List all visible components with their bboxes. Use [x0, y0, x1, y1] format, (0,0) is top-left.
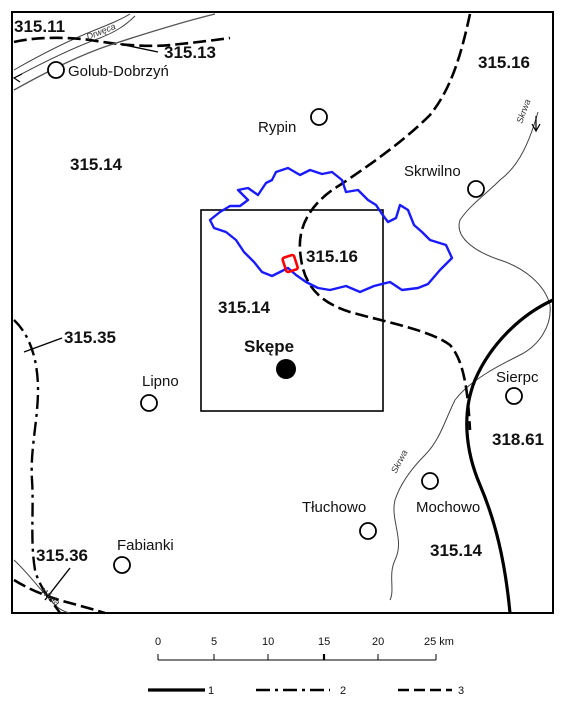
town-label-skepe: Skępe [244, 337, 294, 356]
town-label-lipno: Lipno [142, 373, 179, 390]
scale-bar: 0 5 10 15 20 25 km [155, 636, 454, 661]
region-label-315-36: 315.36 [36, 546, 88, 565]
town-marker-lipno [140, 394, 158, 412]
boundary-east-main [298, 13, 472, 431]
town-label-mochowo: Mochowo [416, 499, 480, 516]
boundary-type1-north [13, 13, 216, 91]
town-marker-mochowo [421, 472, 439, 490]
boundaries-type3 [13, 13, 472, 615]
region-label-315-16-center: 315.16 [306, 247, 358, 266]
towns [47, 61, 523, 574]
town-label-sierpc: Sierpc [496, 369, 539, 386]
study-area-outline [208, 166, 454, 294]
region-label-315-14-nw: 315.14 [70, 155, 123, 174]
region-label-315-14-center: 315.14 [218, 298, 271, 317]
river-arrow-drweca [12, 73, 23, 83]
legend: 1 2 3 [148, 685, 464, 697]
region-label-315-14-south: 315.14 [430, 541, 483, 560]
river-arrow-skrwa [531, 116, 541, 133]
map-frame [11, 11, 554, 614]
town-marker-fabianki [113, 556, 131, 574]
boundary-type1-sierpc [465, 298, 554, 614]
study-area-box [200, 209, 384, 412]
river-skrwa [389, 111, 551, 601]
region-label-315-11: 315.11 [14, 17, 65, 36]
town-marker-tluchowo [359, 522, 377, 540]
town-marker-skepe [276, 359, 296, 379]
legend-label-2: 2 [340, 685, 346, 697]
town-marker-golub [47, 61, 65, 79]
town-label-golub: Golub-Dobrzyń [68, 63, 169, 80]
town-marker-sierpc [505, 387, 523, 405]
town-label-skrwilno: Skrwilno [404, 163, 461, 180]
river-drweca-bank [13, 15, 136, 79]
town-marker-skrwilno [467, 180, 485, 198]
region-label-315-16-ne: 315.16 [478, 53, 530, 72]
scale-tick-15: 15 [318, 636, 330, 648]
scale-tick-25: 25 km [424, 636, 454, 648]
boundary-south [13, 578, 106, 615]
region-label-315-13: 315.13 [164, 43, 216, 62]
legend-label-1: 1 [208, 685, 214, 697]
scale-tick-0: 0 [155, 636, 161, 648]
site-marker [281, 253, 299, 274]
boundary-north-1 [13, 36, 231, 48]
scale-tick-20: 20 [372, 636, 384, 648]
region-label-315-35: 315.35 [64, 328, 116, 347]
boundary-type2-west [13, 319, 62, 614]
rivers [13, 13, 551, 614]
region-label-318-61: 318.61 [492, 430, 544, 449]
town-label-rypin: Rypin [258, 119, 296, 136]
legend-label-3: 3 [458, 685, 464, 697]
town-label-fabianki: Fabianki [117, 537, 174, 554]
scale-tick-5: 5 [211, 636, 217, 648]
town-label-tluchowo: Tłuchowo [302, 499, 366, 516]
river-drweca [13, 13, 131, 71]
town-marker-rypin [310, 108, 328, 126]
scale-tick-10: 10 [262, 636, 274, 648]
leader-lines [23, 43, 159, 601]
